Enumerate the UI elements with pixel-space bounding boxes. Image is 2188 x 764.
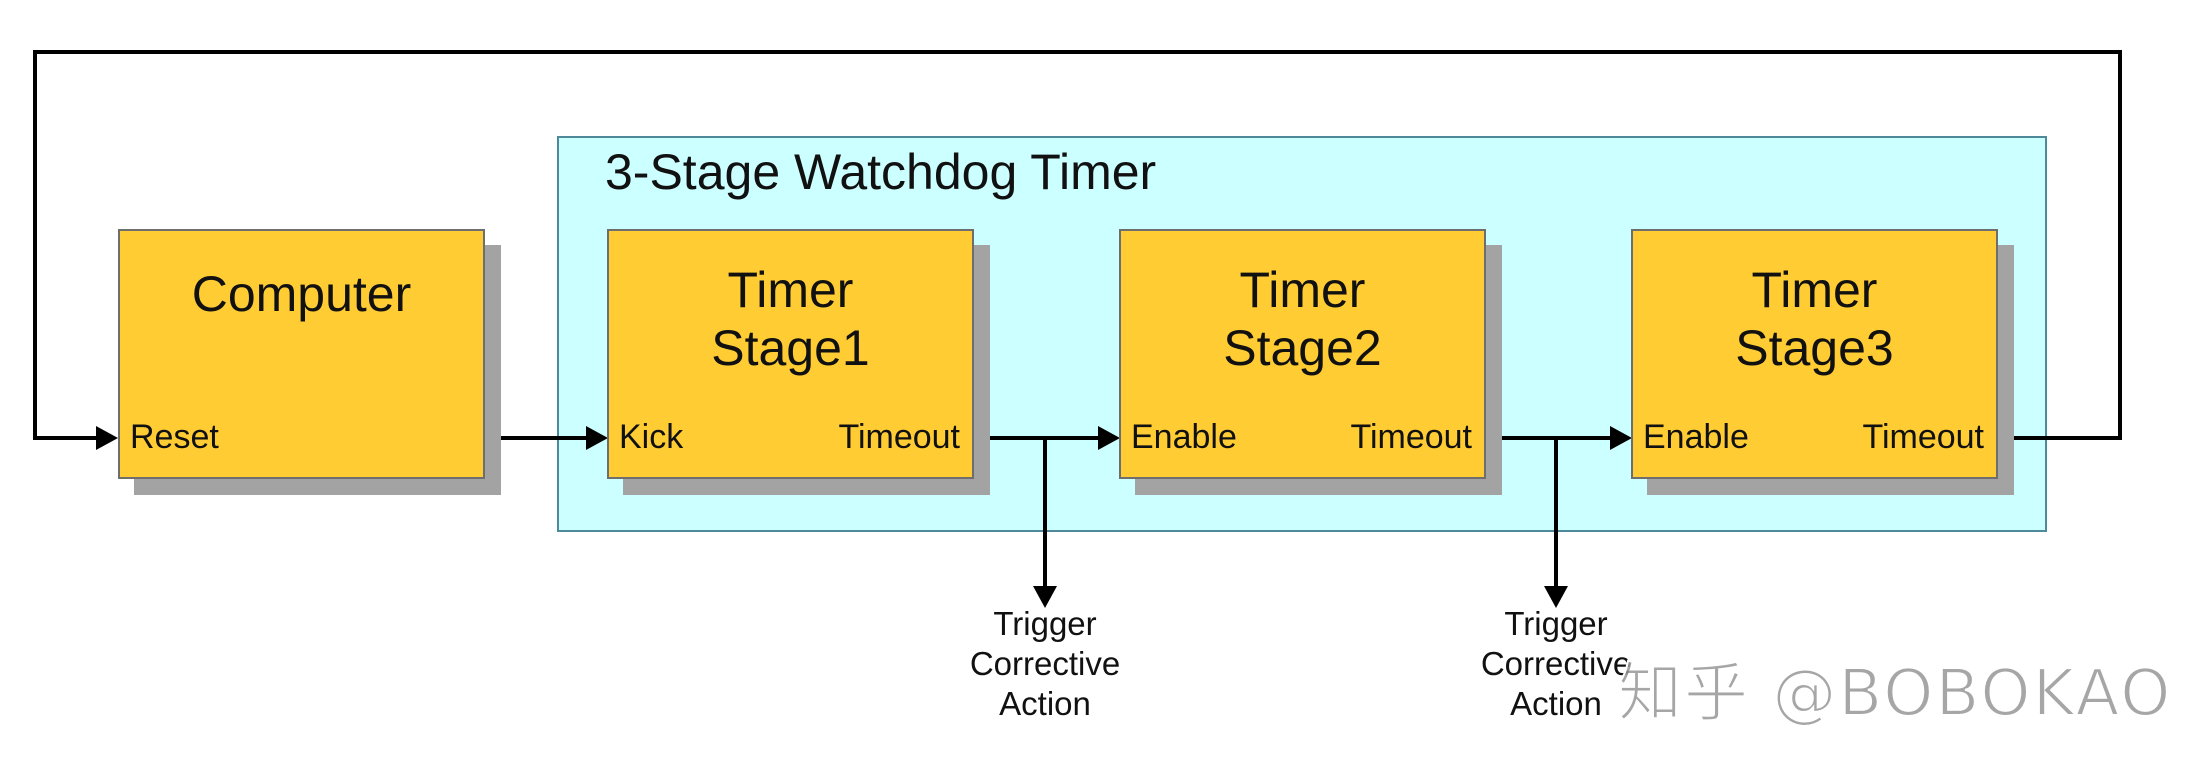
action2-line2: Corrective [1480,645,1632,682]
corrective-action-label-1: Trigger Corrective Action [945,604,1145,724]
timer-stage1-block: Timer Stage1 Kick Timeout [607,229,974,479]
stage3-enable-arrowhead [1610,426,1632,450]
stage1-title-line1: Timer [727,262,854,318]
computer-block: Computer Reset [118,229,485,479]
feedback-loop-wire [33,50,2122,440]
kick-arrowhead [586,426,608,450]
action2-line1: Trigger [1504,605,1608,642]
action2-arrowhead [1544,586,1568,608]
action1-line2: Corrective [969,645,1121,682]
stage1-timeout-label: Timeout [838,418,960,456]
stage2-enable-label: Enable [1131,418,1237,456]
stage2-title-line2: Stage2 [1223,320,1382,376]
stage3-timeout-label: Timeout [1862,418,1984,456]
action1-arrowhead [1033,586,1057,608]
stage2-enable-arrowhead [1098,426,1120,450]
action2-line3: Action [1510,685,1602,722]
group-title: 3-Stage Watchdog Timer [605,144,1157,200]
stage3-title-line1: Timer [1751,262,1878,318]
stage3-title-line2: Stage3 [1735,320,1894,376]
action1-line1: Trigger [993,605,1097,642]
action1-line3: Action [999,685,1091,722]
timer-stage2-block: Timer Stage2 Enable Timeout [1119,229,1486,479]
zhihu-watermark: 知乎 @BOBOKAO [1617,656,2173,732]
corrective-action-label-2: Trigger Corrective Action [1456,604,1656,724]
timer-stage3-block: Timer Stage3 Enable Timeout [1631,229,1998,479]
stage2-timeout-label: Timeout [1350,418,1472,456]
stage1-title-line2: Stage1 [711,320,870,376]
reset-port-label: Reset [130,418,219,456]
stage2-title-line1: Timer [1239,262,1366,318]
computer-title: Computer [191,266,412,322]
reset-arrowhead [96,426,118,450]
stage3-enable-label: Enable [1643,418,1749,456]
kick-port-label: Kick [619,418,684,456]
